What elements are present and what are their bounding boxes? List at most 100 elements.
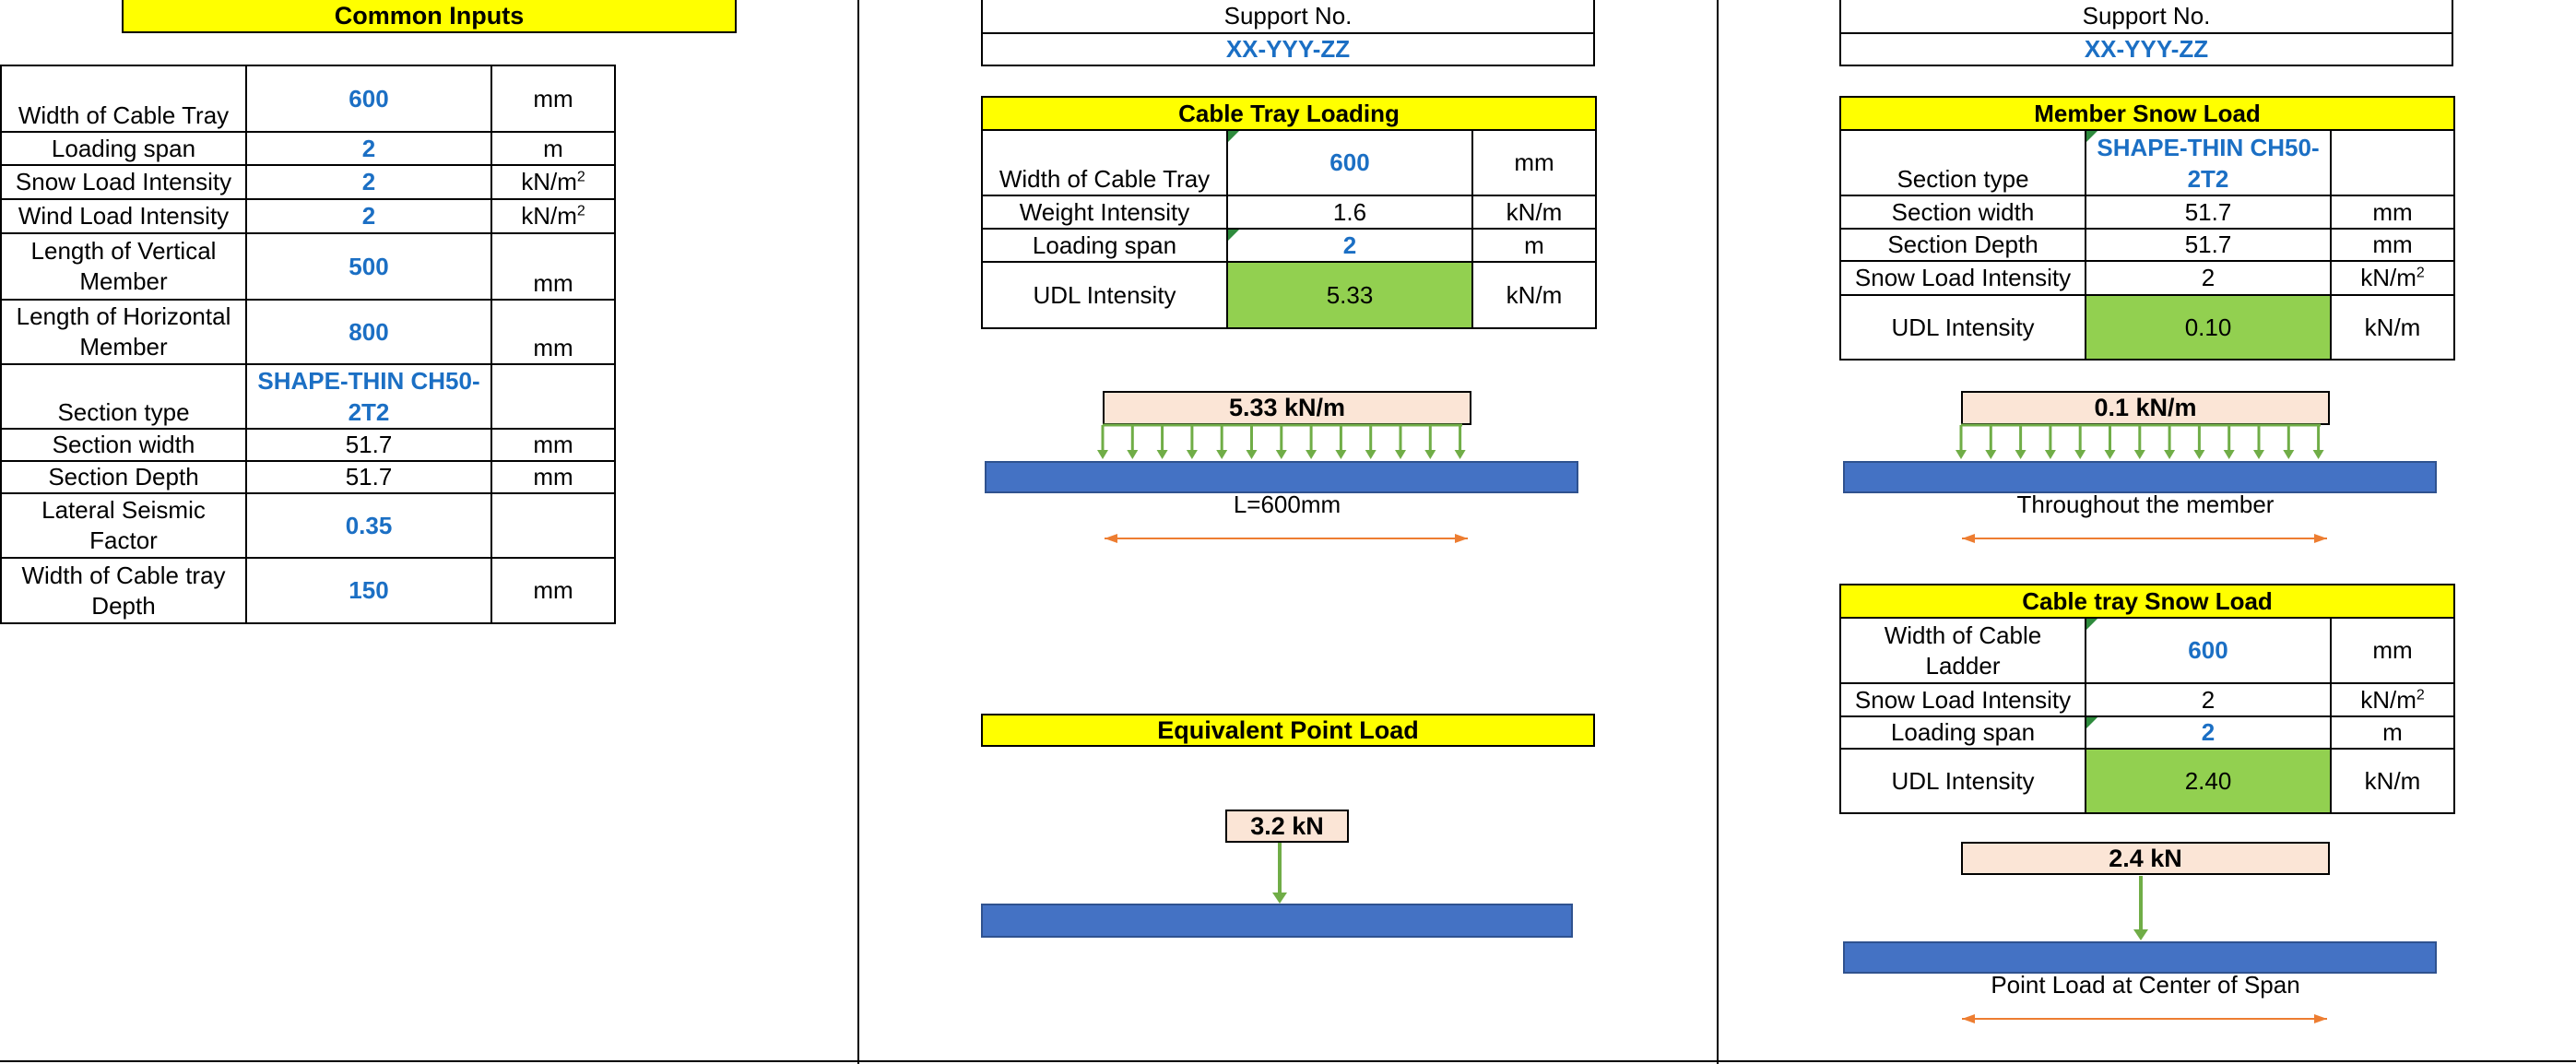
label-width-of-cable-tray: Width of Cable Tray [0, 65, 247, 133]
udl-arrowhead [1306, 450, 1318, 459]
msl-value-snow-intensity[interactable]: 2 [2085, 260, 2332, 296]
unit-snow-load-intensity: kN/m2 [490, 164, 616, 200]
udl-arrowhead [2253, 450, 2264, 459]
ctl-unit-span: m [1471, 228, 1598, 263]
cable-tray-loading-table: Cable Tray Loading Width of Cable Tray 6… [980, 96, 1598, 329]
ctl-label-span: Loading span [981, 228, 1228, 263]
unit-section-depth: mm [490, 460, 616, 494]
label-wind-load-intensity: Wind Load Intensity [0, 198, 247, 234]
ctsl-value-snow-intensity[interactable]: 2 [2085, 682, 2332, 717]
ctsl-label-snow-intensity: Snow Load Intensity [1839, 682, 2086, 717]
udl-arrowhead [1156, 450, 1168, 459]
input-snow-load-intensity[interactable]: 2 [245, 164, 492, 200]
ctsl-result-udl: 2.40 [2085, 748, 2332, 814]
value-section-depth[interactable]: 51.7 [245, 460, 492, 494]
cable-tray-snow-load-title: Cable tray Snow Load [1838, 584, 2456, 619]
input-length-horizontal-member[interactable]: 800 [245, 299, 492, 365]
ctsl-label-udl: UDL Intensity [1839, 748, 2086, 814]
msl-unit-snow-intensity: kN/m2 [2329, 260, 2456, 296]
udl-load-arrows [1097, 425, 1466, 459]
cable-tray-loading-title: Cable Tray Loading [980, 96, 1598, 131]
point-load-label-box: 3.2 kN [1225, 810, 1349, 843]
label-length-horizontal-member: Length of Horizontal Member [0, 299, 247, 365]
point-load-arrowhead [1272, 893, 1287, 904]
unit-length-vertical-member: mm [490, 232, 616, 301]
support-no-label: Support No. [981, 0, 1595, 34]
ctl-value-weight[interactable]: 1.6 [1226, 195, 1473, 230]
unit-wind-load-intensity: kN/m2 [490, 198, 616, 234]
udl-arrowhead [1097, 450, 1108, 459]
label-width-cable-tray-depth: Width of Cable tray Depth [0, 557, 247, 624]
udl-arrowhead [1246, 450, 1258, 459]
msl-value-section-depth[interactable]: 51.7 [2085, 228, 2332, 262]
support-no-table-right: Support No. XX-YYY-ZZ [1839, 0, 2453, 66]
udl-arrowhead [1365, 450, 1377, 459]
udl-arrowhead [1335, 450, 1347, 459]
msl-unit-section-depth: mm [2329, 228, 2456, 262]
udl-arrowhead [1186, 450, 1198, 459]
label-length-vertical-member: Length of Vertical Member [0, 232, 247, 301]
support-no-value[interactable]: XX-YYY-ZZ [981, 32, 1595, 66]
input-length-vertical-member[interactable]: 500 [245, 232, 492, 301]
column-divider-1 [857, 0, 859, 1064]
ctl-unit-weight: kN/m [1471, 195, 1598, 230]
msl-unit-section-width: mm [2329, 195, 2456, 230]
udl-arrowhead [2015, 450, 2027, 459]
input-width-of-cable-tray[interactable]: 600 [245, 65, 492, 133]
label-snow-load-intensity: Snow Load Intensity [0, 164, 247, 200]
ctl-unit-width: mm [1471, 129, 1598, 196]
input-lateral-seismic-factor[interactable]: 0.35 [245, 492, 492, 559]
unit-loading-span: m [490, 131, 616, 166]
input-loading-span[interactable]: 2 [245, 131, 492, 166]
snow-point-load-arrowhead [2133, 929, 2148, 940]
equivalent-point-load-title: Equivalent Point Load [981, 714, 1595, 747]
msl-label-section-depth: Section Depth [1839, 228, 2086, 262]
label-section-width: Section width [0, 428, 247, 462]
label-loading-span: Loading span [0, 131, 247, 166]
msl-result-udl: 0.10 [2085, 294, 2332, 361]
common-inputs-table: Width of Cable Tray 600 mm Loading span … [0, 65, 616, 624]
member-snow-load-table: Member Snow Load Section type SHAPE-THIN… [1838, 96, 2456, 361]
msl-input-section-type[interactable]: SHAPE-THIN CH50-2T2 [2085, 129, 2332, 196]
cable-tray-snow-load-table: Cable tray Snow Load Width of Cable Ladd… [1838, 584, 2456, 814]
ctl-input-span[interactable]: 2 [1226, 228, 1473, 263]
msl-unit-udl: kN/m [2329, 294, 2456, 361]
support-no-value-right[interactable]: XX-YYY-ZZ [1839, 32, 2453, 66]
ctsl-unit-width: mm [2329, 617, 2456, 684]
snow-point-load-beam [1843, 941, 2437, 974]
unit-width-cable-tray-depth: mm [490, 557, 616, 624]
input-width-cable-tray-depth[interactable]: 150 [245, 557, 492, 624]
input-section-type[interactable]: SHAPE-THIN CH50-2T2 [245, 363, 492, 430]
ctl-input-width[interactable]: 600 [1226, 129, 1473, 196]
member-span-label: Throughout the member [2016, 491, 2275, 518]
udl-arrowhead [1216, 450, 1228, 459]
udl-arrowhead [1395, 450, 1406, 459]
udl-arrowhead [1275, 450, 1287, 459]
support-no-table-middle: Support No. XX-YYY-ZZ [981, 0, 1595, 66]
member-snow-load-title: Member Snow Load [1838, 96, 2456, 131]
udl-arrowhead [1127, 450, 1139, 459]
msl-label-section-type: Section type [1839, 129, 2086, 196]
value-section-width[interactable]: 51.7 [245, 428, 492, 462]
msl-value-section-width[interactable]: 51.7 [2085, 195, 2332, 230]
column-divider-2 [1717, 0, 1719, 1064]
member-beam [1843, 461, 2437, 493]
input-wind-load-intensity[interactable]: 2 [245, 198, 492, 234]
udl-arrowhead [2074, 450, 2086, 459]
snow-point-load-label-box: 2.4 kN [1961, 842, 2330, 875]
ctl-result-udl: 5.33 [1226, 261, 1473, 329]
msl-unit-section-type [2329, 129, 2456, 196]
ctsl-input-span[interactable]: 2 [2085, 715, 2332, 750]
udl-arrowhead [1454, 450, 1466, 459]
ctl-unit-udl: kN/m [1471, 261, 1598, 329]
ctsl-unit-udl: kN/m [2329, 748, 2456, 814]
udl-arrowhead [2044, 450, 2056, 459]
msl-label-snow-intensity: Snow Load Intensity [1839, 260, 2086, 296]
udl-arrowhead [2164, 450, 2176, 459]
udl-span-label: L=600mm [1233, 491, 1341, 518]
unit-width-of-cable-tray: mm [490, 65, 616, 133]
ctsl-input-width[interactable]: 600 [2085, 617, 2332, 684]
unit-length-horizontal-member: mm [490, 299, 616, 365]
label-section-type: Section type [0, 363, 247, 430]
